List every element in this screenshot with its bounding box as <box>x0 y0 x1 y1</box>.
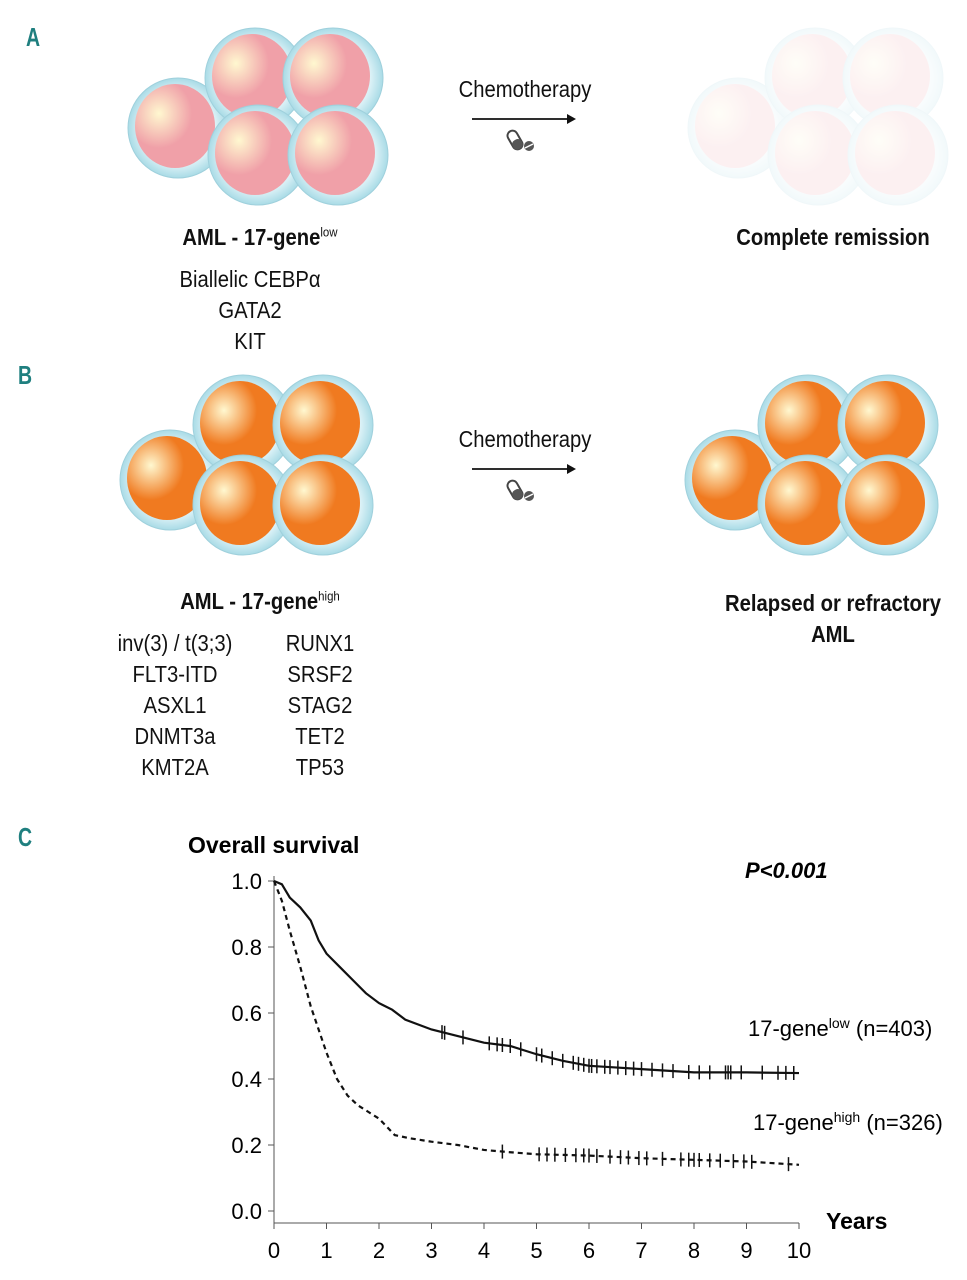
gene-list-b-left: inv(3) / t(3;3) FLT3-ITD ASXL1 DNMT3a KM… <box>100 628 250 783</box>
cell <box>767 104 869 206</box>
cell <box>764 27 866 129</box>
cell-nucleus <box>290 34 370 118</box>
outcome-line: Relapsed or refractory <box>725 590 941 616</box>
cell-nucleus <box>280 461 360 545</box>
gene-item: TP53 <box>295 754 345 780</box>
gene-item: STAG2 <box>287 692 353 718</box>
gene-item: inv(3) / t(3;3) <box>117 630 233 656</box>
cell <box>847 104 949 206</box>
y-tick-label: 0.0 <box>231 1199 262 1224</box>
cell <box>192 374 294 476</box>
cell <box>127 77 229 179</box>
gene-item: KMT2A <box>141 754 209 780</box>
gene-item: ASXL1 <box>143 692 207 718</box>
x-tick-label: 4 <box>478 1238 490 1263</box>
therapy-arrow-a <box>472 114 576 151</box>
x-tick-label: 1 <box>320 1238 332 1263</box>
chart-title: Overall survival <box>188 832 359 858</box>
gene-item: TET2 <box>295 723 345 749</box>
cell <box>687 77 789 179</box>
y-tick-label: 0.2 <box>231 1133 262 1158</box>
cell <box>757 454 859 556</box>
therapy-label-b: Chemotherapy <box>458 426 592 452</box>
survival-curve-high <box>272 880 800 1166</box>
panel-label-a: A <box>26 22 41 52</box>
cell <box>287 104 389 206</box>
y-tick-label: 0.8 <box>231 935 262 960</box>
cell-cluster-a <box>127 27 949 206</box>
cell <box>837 454 939 556</box>
cell <box>757 374 859 476</box>
cell <box>837 374 939 476</box>
therapy-arrow-b <box>472 464 576 501</box>
gene-item: KIT <box>234 328 266 354</box>
gene-item: Biallelic CEBPα <box>179 266 321 292</box>
cell-nucleus <box>855 111 935 195</box>
cell-nucleus <box>127 436 207 520</box>
group-title-a: AML - 17-genelow <box>182 224 338 250</box>
therapy-label-a: Chemotherapy <box>458 76 592 102</box>
y-tick-label: 0.6 <box>231 1001 262 1026</box>
group-title-b: AML - 17-genehigh <box>180 588 340 614</box>
cell-nucleus <box>280 381 360 465</box>
panel-label-c: C <box>18 822 33 852</box>
cell-nucleus <box>850 34 930 118</box>
x-tick-label: 5 <box>530 1238 542 1263</box>
x-tick-label: 3 <box>425 1238 437 1263</box>
panel-label-b: B <box>18 360 33 390</box>
gene-item: SRSF2 <box>287 661 353 687</box>
cell-nucleus <box>775 111 855 195</box>
cell-nucleus <box>765 381 845 465</box>
cell-nucleus <box>295 111 375 195</box>
gene-item: DNMT3a <box>134 723 216 749</box>
cell-nucleus <box>772 34 852 118</box>
cell <box>207 104 309 206</box>
x-tick-label: 9 <box>740 1238 752 1263</box>
x-tick-label: 8 <box>688 1238 700 1263</box>
pill-icon <box>506 479 534 501</box>
cell <box>272 374 374 476</box>
survival-chart: Overall survival 0.0 0.2 0.4 0.6 0.8 1.0 0 1 2 3 4 5… <box>188 832 943 1263</box>
x-tick-label: 2 <box>373 1238 385 1263</box>
outcome-a: Complete remission <box>736 224 930 250</box>
outcome-b: Relapsed or refractory AML <box>707 588 959 650</box>
cell <box>204 27 306 129</box>
gene-item: FLT3-ITD <box>132 661 218 687</box>
cell-nucleus <box>200 461 280 545</box>
cell-nucleus <box>692 436 772 520</box>
gene-list-a: Biallelic CEBPα GATA2 KIT <box>162 264 338 357</box>
x-tick-label: 6 <box>583 1238 595 1263</box>
outcome-line: AML <box>811 621 855 647</box>
cell-nucleus <box>845 381 925 465</box>
p-value: P<0.001 <box>745 858 828 883</box>
gene-item: GATA2 <box>218 297 282 323</box>
x-tick-label: 10 <box>787 1238 811 1263</box>
x-tick-label: 7 <box>635 1238 647 1263</box>
cell-nucleus <box>212 34 292 118</box>
series-label: 17-genelow (n=403) <box>748 1015 932 1041</box>
x-axis-label: Years <box>826 1208 887 1234</box>
cell <box>192 454 294 556</box>
gene-item: RUNX1 <box>285 630 355 656</box>
cell-nucleus <box>845 461 925 545</box>
gene-list-b-right: RUNX1 SRSF2 STAG2 TET2 TP53 <box>276 628 364 783</box>
cell <box>272 454 374 556</box>
cell-cluster-b <box>119 374 939 556</box>
pill-icon <box>506 129 534 151</box>
survival-curve-low <box>273 879 800 1075</box>
cell <box>119 429 221 531</box>
y-tick-label: 1.0 <box>231 869 262 894</box>
series-label: 17-genehigh (n=326) <box>753 1109 943 1135</box>
x-tick-label: 0 <box>268 1238 280 1263</box>
cell-nucleus <box>215 111 295 195</box>
y-tick-label: 0.4 <box>231 1067 262 1092</box>
cell-nucleus <box>695 84 775 168</box>
cell-nucleus <box>200 381 280 465</box>
cell <box>842 27 944 129</box>
cell-nucleus <box>135 84 215 168</box>
cell-nucleus <box>765 461 845 545</box>
